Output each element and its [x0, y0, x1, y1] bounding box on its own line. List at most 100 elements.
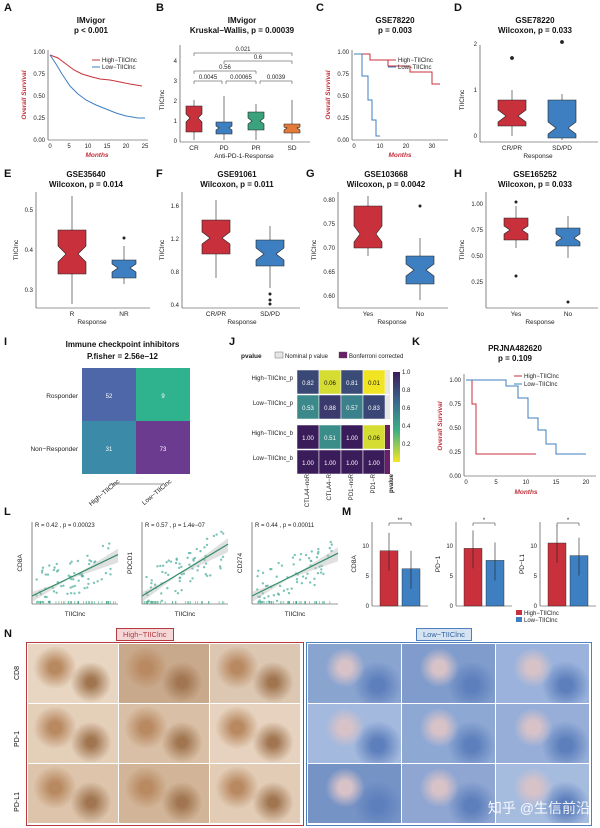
scatter-point [35, 594, 38, 597]
scatter-point [161, 564, 165, 567]
pval-label: 0.0039 [267, 75, 286, 81]
legend-low-k: Low−TIIClnc [524, 382, 558, 388]
scatter-point [314, 567, 317, 570]
category-label: Yes [511, 311, 522, 318]
panel-label-j: J [229, 336, 236, 348]
scatter-point [256, 588, 259, 591]
significance-label: * [567, 518, 570, 524]
scatter-point [267, 600, 271, 603]
scatter-point [295, 580, 299, 584]
panel-f: F GSE91061 Wilcoxon, p = 0.011 0.4 0.8 1… [152, 166, 302, 336]
regression-line [251, 552, 339, 597]
scatter-point [261, 582, 265, 585]
tick: 10 [377, 144, 384, 150]
scale-tick: 1.0 [402, 370, 411, 376]
tick: 1 [474, 88, 478, 94]
panel-e-subtitle: Wilcoxon, p = 0.014 [49, 180, 123, 189]
scatter-point [316, 571, 320, 575]
y-label-k: Overall Survival [437, 401, 444, 450]
scatter-point [220, 530, 223, 533]
low-group-header: Low−TIIClnc [416, 628, 472, 641]
tick: 0.25 [449, 450, 461, 456]
panel-label-k: K [412, 336, 420, 348]
scatter-point [39, 592, 43, 596]
row-label: Low−TIIClnc_b [253, 456, 294, 462]
scatter-point [146, 593, 149, 597]
scatter-point [89, 560, 93, 563]
scatter-point [206, 574, 209, 578]
cell-value: 9 [161, 394, 165, 400]
scatter-point [41, 600, 44, 604]
category-label: No [564, 311, 573, 318]
heatmap-cell-label: 1.00 [346, 436, 358, 442]
legend-low-m: Low−TIIClnc [524, 618, 558, 624]
scatter-point [180, 588, 183, 592]
tick: 0 [352, 144, 356, 150]
scatter-point [60, 584, 63, 588]
ihc-image-high [210, 704, 300, 763]
y-label-a: Overall Survival [21, 70, 28, 119]
scatter-point [67, 574, 70, 577]
heatmap-cell-label: 1.00 [346, 461, 358, 467]
scatter-point [313, 583, 316, 587]
scatter-point [263, 596, 266, 600]
scatter-point [197, 564, 200, 568]
scatter-point [86, 554, 89, 558]
scatter-point [304, 553, 308, 557]
x-label-f: Response [227, 319, 257, 326]
tick: 5 [366, 574, 370, 580]
panel-e: E GSE35640 Wilcoxon, p = 0.014 0.3 0.4 0… [0, 166, 152, 336]
scatter-point [313, 577, 316, 581]
tick: 0.00 [337, 138, 349, 144]
ihc-image-high [119, 764, 209, 823]
category-label: Yes [363, 311, 374, 318]
scatter-point [221, 532, 225, 535]
scatter-point [330, 549, 333, 553]
tick: 1 [174, 119, 178, 125]
scatter-point [96, 580, 99, 583]
scatter-point [293, 553, 296, 557]
tick: 0.25 [337, 116, 349, 122]
heatmap-cell-label: 0.81 [346, 381, 358, 387]
panel-f-subtitle: Wilcoxon, p = 0.011 [200, 180, 274, 189]
panel-i-subtitle: P.fisher = 2.56e−12 [86, 352, 159, 361]
scatter-point [156, 565, 159, 568]
scatter-point [46, 573, 50, 576]
scatter-point [292, 563, 295, 566]
panel-g-title: GSE103668 [364, 170, 408, 179]
row-label: Rosponder [46, 393, 79, 400]
scatter-point [221, 555, 225, 559]
scale-label: pvalue [389, 473, 395, 493]
row-label: Non−Responder [30, 446, 78, 453]
panel-c-title: GSE78220 [375, 16, 415, 25]
scatter-point [41, 566, 45, 569]
panel-label-b: B [156, 2, 164, 14]
legend-low-a: Low−TIIClnc [102, 65, 136, 71]
scatter-point [212, 534, 216, 538]
scatter-point [69, 577, 73, 581]
ihc-image-low [308, 644, 401, 703]
scatter-point [69, 562, 72, 565]
tick: 10 [362, 544, 369, 550]
scatter-point [188, 563, 191, 566]
heatmap-cell-label: 1.00 [324, 461, 336, 467]
scatter-point [315, 556, 319, 559]
heatmap-cell-label: 0.01 [368, 381, 380, 387]
tick: 5 [450, 574, 454, 580]
category-label: NR [119, 311, 129, 318]
scatter-point [149, 586, 153, 589]
category-label: R [70, 311, 75, 318]
scatter-point [150, 581, 153, 585]
x-label-c: Months [388, 152, 411, 159]
panel-label-l: L [4, 506, 11, 518]
tick: 0.4 [171, 303, 180, 309]
scatter-point [48, 564, 51, 567]
ihc-image-low [496, 764, 589, 823]
tick: 2 [174, 99, 178, 105]
category-label: SD [287, 145, 296, 152]
panel-a-subtitle: p < 0.001 [73, 26, 109, 35]
scatter-point [301, 575, 305, 578]
boxplot-h: 0.25 0.50 0.75 1.00 Yes No Response TIIC… [459, 192, 598, 326]
